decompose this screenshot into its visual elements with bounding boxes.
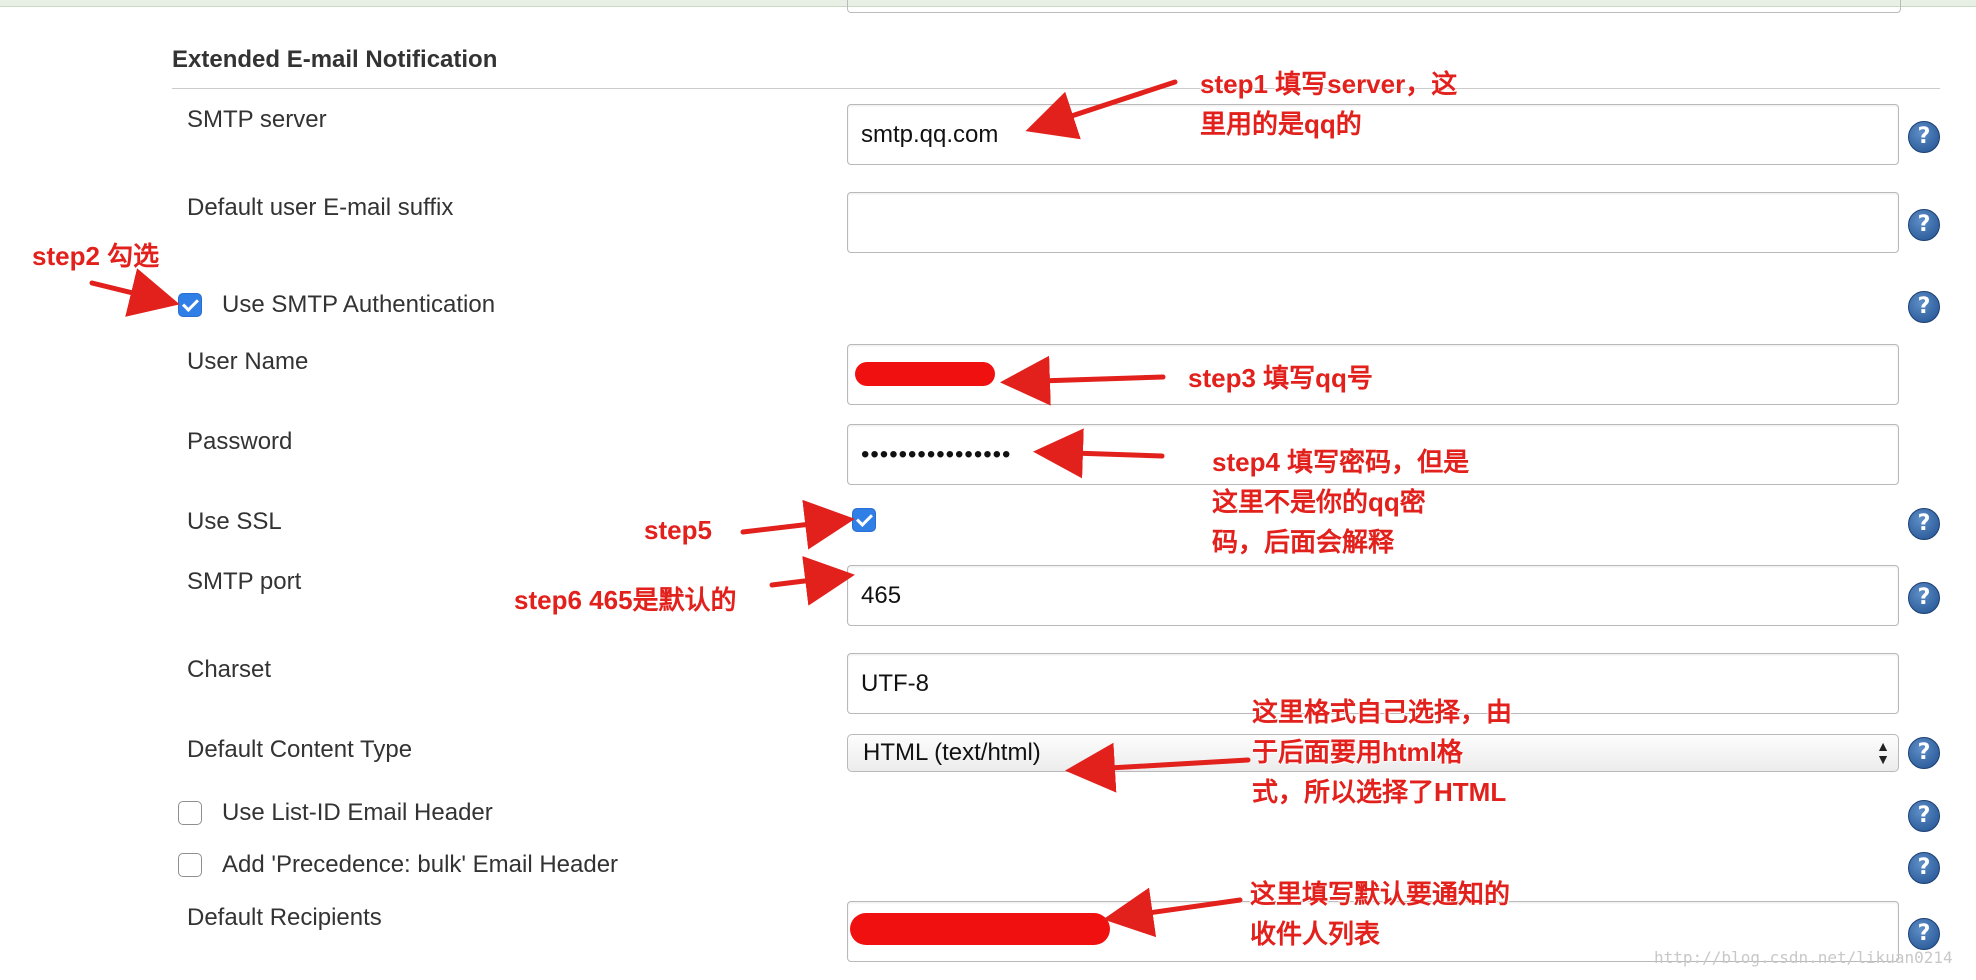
smtp-port-input[interactable]: 465 — [847, 565, 1899, 626]
smtp-server-input[interactable]: smtp.qq.com — [847, 104, 1899, 165]
annotation-step2: step2 勾选 — [32, 241, 160, 271]
content-type-select[interactable]: HTML (text/html) ▲▼ — [847, 734, 1899, 772]
content-type-value: HTML (text/html) — [863, 739, 1041, 766]
top-border — [0, 0, 1976, 7]
charset-label: Charset — [187, 656, 272, 683]
use-ssl-label: Use SSL — [187, 508, 282, 535]
annotation-step4: step4 填写密码，但是这里不是你的qq密码，后面会解释 — [1212, 447, 1470, 557]
watermark: http://blog.csdn.net/likuan0214 — [1654, 948, 1953, 967]
help-icon[interactable]: ? — [1908, 121, 1940, 153]
annotation-step5: step5 — [644, 515, 712, 545]
smtp-auth-label: Use SMTP Authentication — [222, 291, 496, 318]
help-icon[interactable]: ? — [1908, 508, 1940, 540]
user-name-label: User Name — [187, 348, 309, 375]
section-divider — [172, 88, 1940, 89]
precedence-label: Add 'Precedence: bulk' Email Header — [222, 851, 619, 878]
help-icon[interactable]: ? — [1908, 582, 1940, 614]
help-icon[interactable]: ? — [1908, 737, 1940, 769]
annotation-step6: step6 465是默认的 — [514, 585, 737, 615]
section-title: Extended E-mail Notification — [172, 46, 498, 73]
list-id-checkbox[interactable] — [178, 801, 202, 825]
use-ssl-checkbox[interactable] — [852, 508, 876, 532]
help-icon[interactable]: ? — [1908, 209, 1940, 241]
annotation-step1: step1 填写server，这里用的是qq的 — [1200, 69, 1458, 139]
smtp-server-label: SMTP server — [187, 106, 327, 133]
password-input[interactable]: •••••••••••••••• — [847, 424, 1899, 485]
redaction-mark — [855, 362, 995, 386]
email-suffix-input[interactable] — [847, 192, 1899, 253]
select-arrows-icon: ▲▼ — [1876, 738, 1890, 767]
annotation-content-type: 这里格式自己选择，由于后面要用html格式，所以选择了HTML — [1252, 697, 1513, 807]
help-icon[interactable]: ? — [1908, 291, 1940, 323]
help-icon[interactable]: ? — [1908, 800, 1940, 832]
previous-field-edge — [847, 0, 1901, 13]
recipients-label: Default Recipients — [187, 904, 382, 931]
charset-input[interactable]: UTF-8 — [847, 653, 1899, 714]
list-id-label: Use List-ID Email Header — [222, 799, 493, 826]
help-icon[interactable]: ? — [1908, 918, 1940, 950]
smtp-port-label: SMTP port — [187, 568, 302, 595]
content-type-label: Default Content Type — [187, 736, 413, 763]
redaction-mark — [850, 913, 1110, 945]
help-icon[interactable]: ? — [1908, 852, 1940, 884]
precedence-checkbox[interactable] — [178, 853, 202, 877]
annotation-recipients: 这里填写默认要通知的收件人列表 — [1250, 879, 1511, 949]
annotation-step3: step3 填写qq号 — [1188, 363, 1373, 393]
password-label: Password — [187, 428, 293, 455]
email-suffix-label: Default user E-mail suffix — [187, 194, 454, 221]
